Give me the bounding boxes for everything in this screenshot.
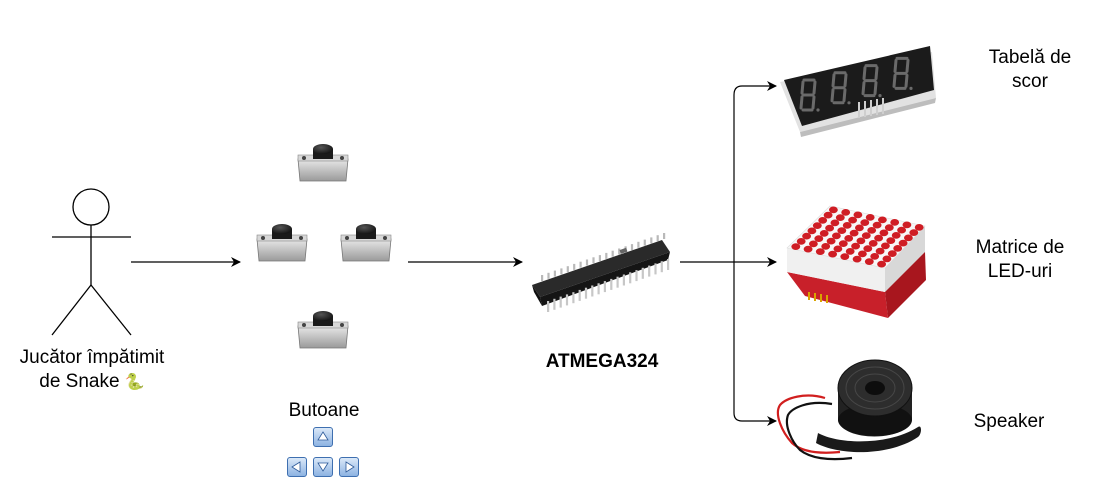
player-label: Jucător împătimit de Snake 🐍 <box>0 346 184 394</box>
snake-icon: 🐍 <box>124 372 145 391</box>
matrix-label: Matrice de LED-uri <box>950 236 1090 284</box>
player-label-line2: de Snake 🐍 <box>0 370 184 394</box>
score-label-line1: Tabelă de <box>988 47 1072 68</box>
mcu-label: ATMEGA324 <box>545 351 659 372</box>
speaker-label: Speaker <box>973 411 1045 432</box>
buttons-label: Butoane <box>288 400 360 421</box>
push-button-top <box>297 143 349 182</box>
score-label: Tabelă de scor <box>960 46 1100 94</box>
matrix-label-line1: Matrice de <box>975 237 1065 258</box>
player-label-line1: Jucător împătimit <box>19 347 165 368</box>
arrow-keys-icon <box>285 427 363 479</box>
arrow-down-icon <box>313 457 333 477</box>
atmega-chip-icon <box>532 233 670 312</box>
arrow-left-icon <box>287 457 307 477</box>
arrow-mcu-to-outputs <box>680 81 777 426</box>
arrow-right-icon <box>339 457 359 477</box>
seven-segment-display-icon <box>780 46 936 137</box>
led-matrix-icon <box>786 205 926 318</box>
matrix-label-line2: LED-uri <box>987 261 1053 282</box>
stick-figure-icon <box>51 188 132 336</box>
push-button-right <box>340 223 392 262</box>
player-label-line2-text: de Snake <box>39 371 120 392</box>
push-button-bottom <box>297 310 349 349</box>
arrow-up-icon <box>313 427 333 447</box>
push-button-left <box>256 223 308 262</box>
score-label-line2: scor <box>1012 71 1048 92</box>
buzzer-speaker-icon <box>776 359 921 461</box>
